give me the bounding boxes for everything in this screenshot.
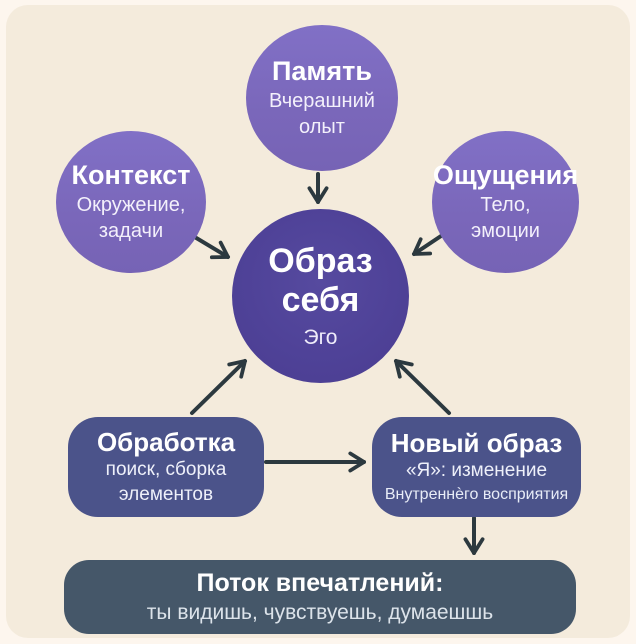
node-memory: Память Вчерашний олыт	[246, 25, 398, 171]
stream-subtitle: ты видишь, чувствуешь, думаешшь	[146, 600, 494, 624]
stream-title: Поток впечатлений:	[196, 568, 444, 597]
arrow-processing-to-self	[190, 359, 247, 415]
sensations-title: Ощущения	[432, 160, 579, 191]
sensations-subtitle-line1: Тело,	[480, 193, 531, 216]
context-subtitle-line2: задачи	[98, 219, 164, 242]
sensations-subtitle-line2: эмоции	[471, 219, 540, 242]
context-title: Контекст	[71, 160, 191, 191]
self-image-subtitle: Эго	[303, 325, 338, 349]
processing-subtitle-line1: поиск, сборка	[105, 458, 227, 480]
node-context: Контекст Окружение, задачи	[56, 131, 206, 273]
arrow-newimage-to-self	[394, 359, 451, 415]
node-processing: Обработка поиск, сборка элементов	[68, 417, 264, 517]
context-subtitle-line1: Окружение,	[76, 193, 186, 216]
node-impression-stream: Поток впечатлений: ты видишь, чувствуешь…	[64, 560, 576, 634]
new-image-subtitle-line2: Внутреннѐго восприятия	[384, 486, 569, 504]
new-image-title: Новый образ	[390, 428, 563, 459]
self-image-title-line2: себя	[281, 280, 360, 319]
node-sensations: Ощущения Тело, эмоции	[432, 131, 579, 273]
memory-title: Память	[272, 56, 372, 87]
node-self-image: Образ себя Эго	[232, 209, 409, 383]
memory-subtitle-line2: олыт	[299, 115, 345, 138]
processing-title: Обработка	[96, 426, 236, 457]
node-new-image: Новый образ «Я»: изменение Внутреннѐго в…	[372, 417, 581, 517]
processing-subtitle-line2: элементов	[118, 483, 214, 505]
memory-subtitle-line1: Вчерашний	[269, 89, 375, 112]
new-image-subtitle-line1: «Я»: изменение	[405, 460, 548, 482]
self-image-title-line1: Образ	[268, 242, 373, 281]
